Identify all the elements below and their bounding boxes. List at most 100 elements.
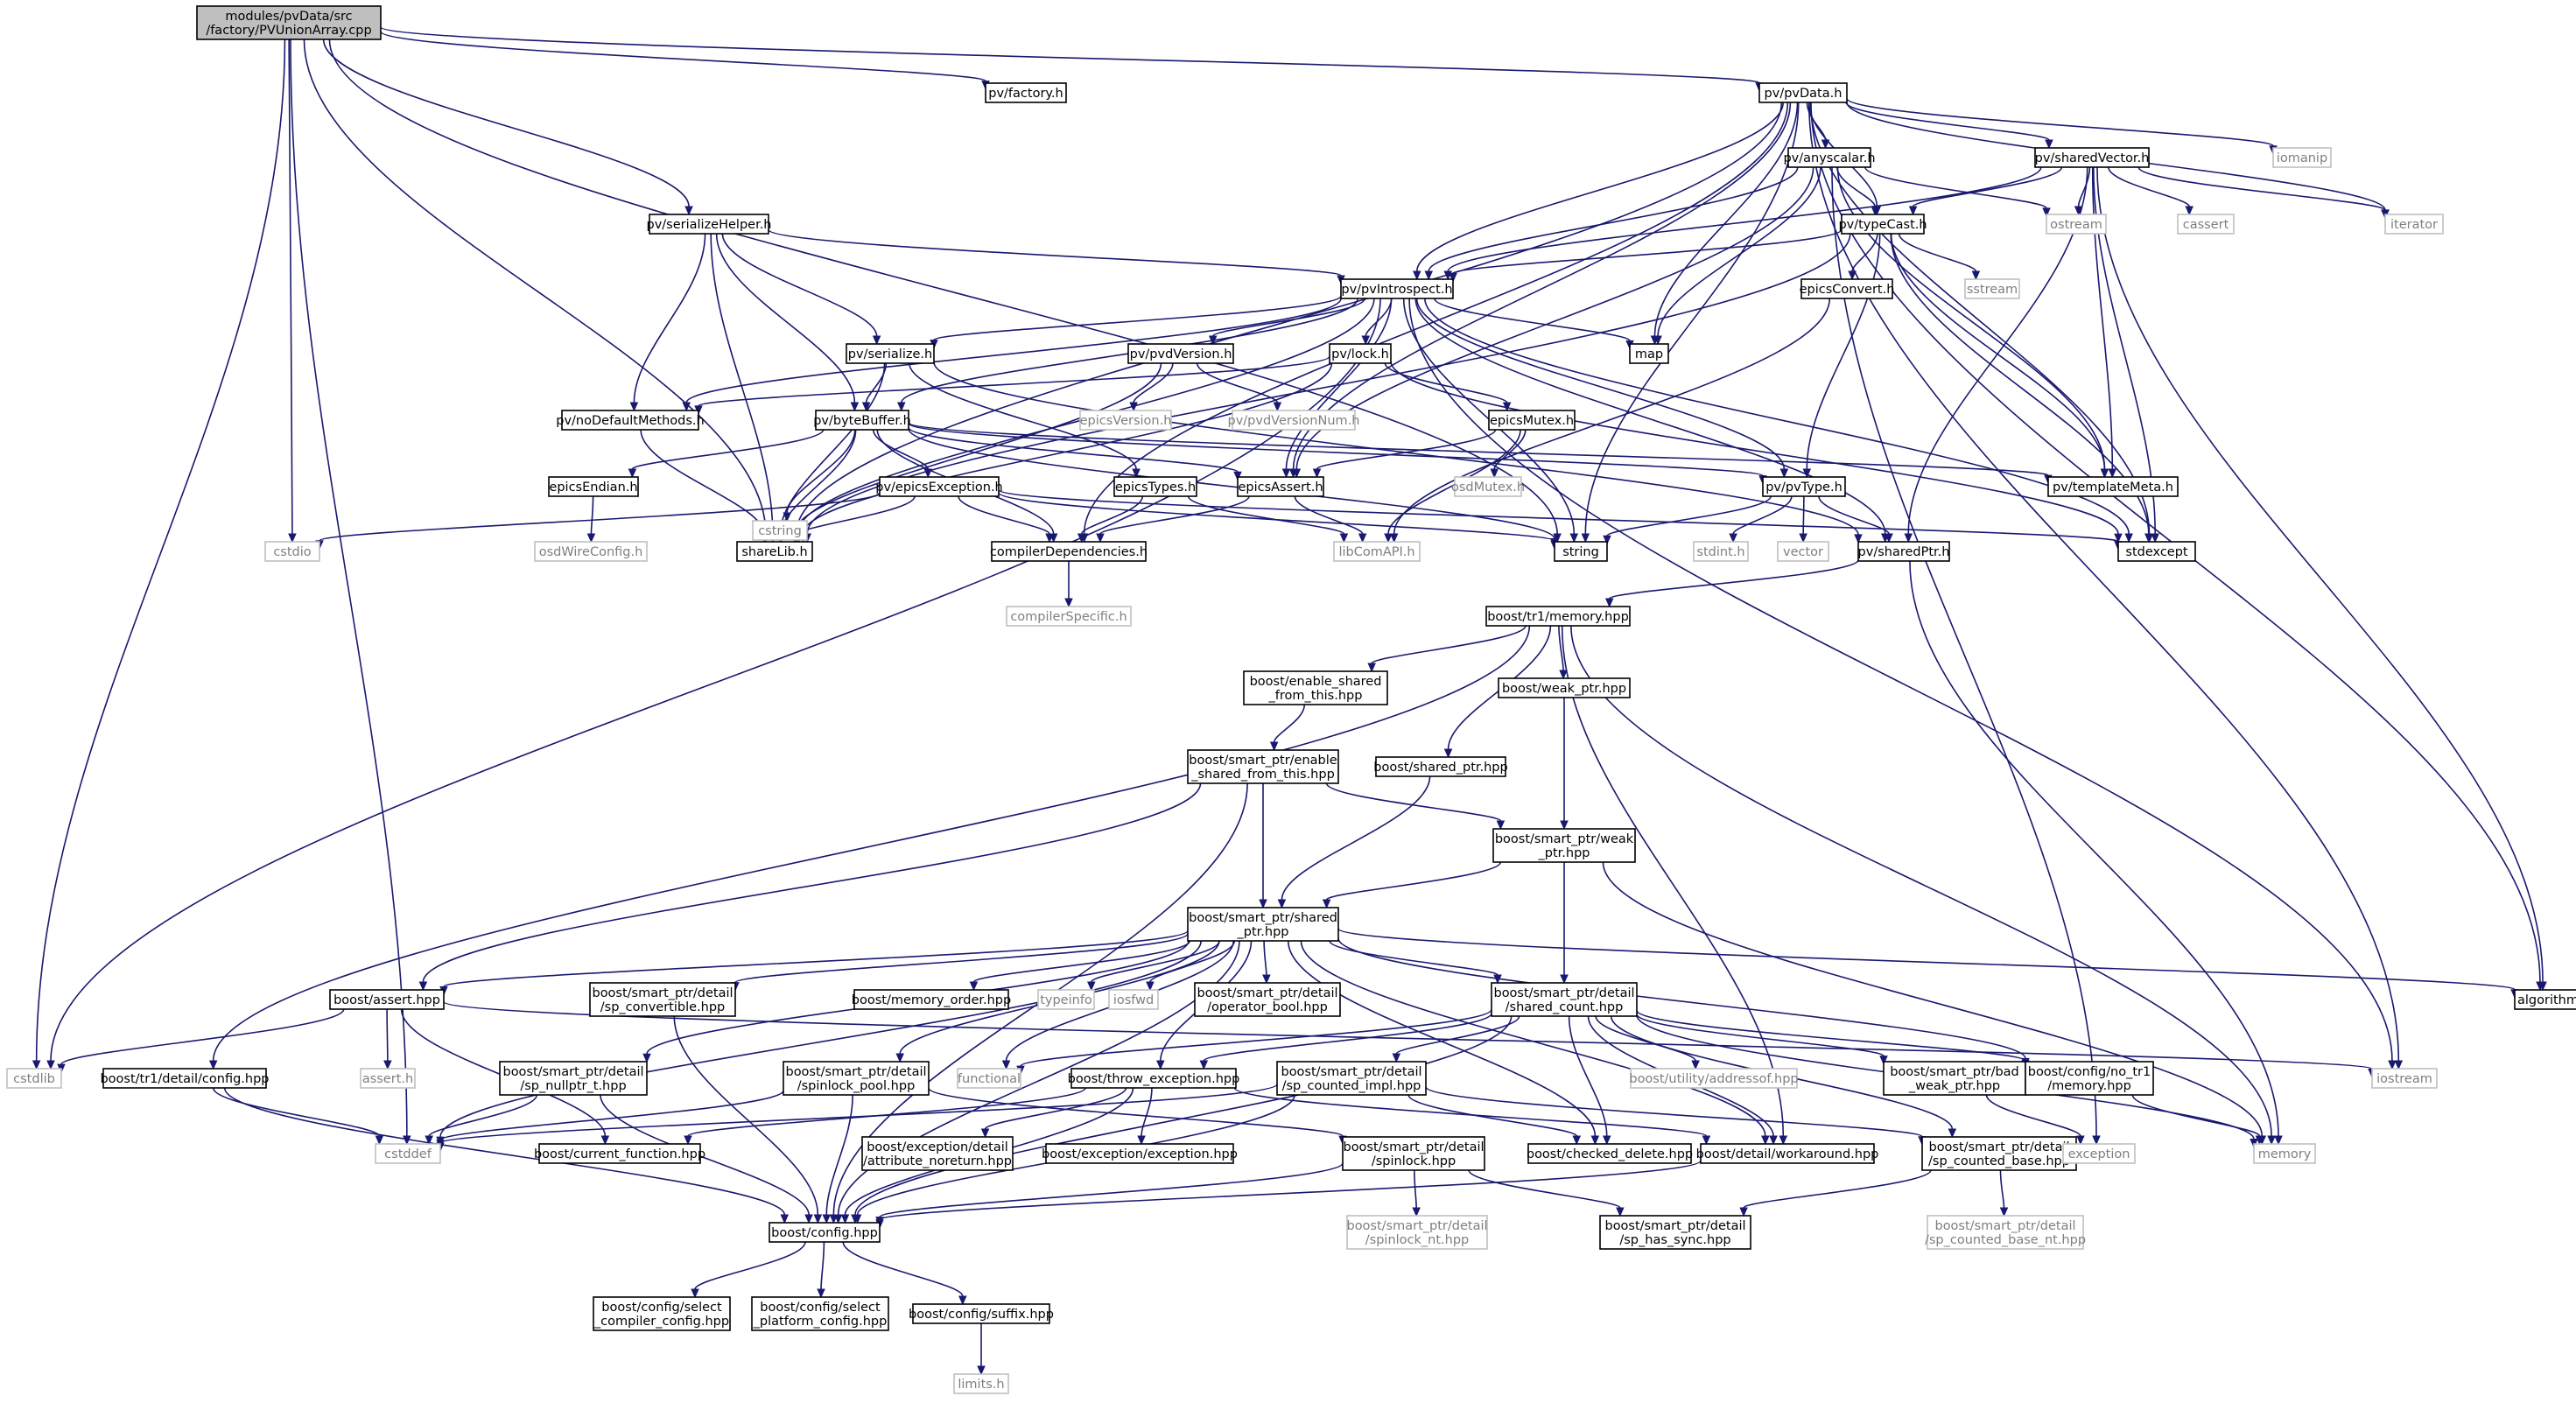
node-suffix[interactable]: boost/config/suffix.hpp bbox=[909, 1303, 1054, 1324]
node-no-tr1-memory[interactable]: boost/config/no_tr1/memory.hpp bbox=[2025, 1061, 2154, 1096]
node-box bbox=[6, 1068, 62, 1089]
node-sp-counted-base[interactable]: boost/smart_ptr/detail/sp_counted_base.h… bbox=[1921, 1136, 2077, 1171]
node-box bbox=[264, 541, 320, 562]
edge-line bbox=[1211, 298, 1366, 337]
node-byte-buffer[interactable]: pv/byteBuffer.h bbox=[813, 410, 911, 431]
node-sp-counted-impl[interactable]: boost/smart_ptr/detail/sp_counted_impl.h… bbox=[1276, 1061, 1427, 1096]
node-throw-exception[interactable]: boost/throw_exception.hpp bbox=[1068, 1068, 1240, 1089]
node-attr-noreturn[interactable]: boost/exception/detail/attribute_noretur… bbox=[861, 1136, 1014, 1171]
node-shared-vector[interactable]: pv/sharedVector.h bbox=[2034, 147, 2150, 168]
node-current-function[interactable]: boost/current_function.hpp bbox=[534, 1143, 705, 1164]
node-spinlock-pool[interactable]: boost/smart_ptr/detail/spinlock_pool.hpp bbox=[783, 1061, 930, 1096]
node-label-line: assert.h bbox=[362, 1072, 413, 1086]
arrowhead-icon bbox=[1761, 1135, 1770, 1146]
node-cstddef: cstddef bbox=[375, 1143, 441, 1164]
node-sp-shared-ptr[interactable]: boost/smart_ptr/shared_ptr.hpp bbox=[1187, 907, 1339, 942]
node-no-default-methods[interactable]: pv/noDefaultMethods.h bbox=[556, 410, 705, 431]
node-spinlock[interactable]: boost/smart_ptr/detail/spinlock.hpp bbox=[1342, 1136, 1485, 1171]
node-label-line: pv/byteBuffer.h bbox=[813, 414, 911, 428]
edge-line bbox=[872, 429, 930, 470]
node-anyscalar[interactable]: pv/anyscalar.h bbox=[1783, 147, 1876, 168]
edge-pv-data-to-string bbox=[1581, 102, 1800, 544]
node-boost-assert[interactable]: boost/assert.hpp bbox=[329, 989, 445, 1010]
node-checked-delete[interactable]: boost/checked_delete.hpp bbox=[1527, 1143, 1693, 1164]
edge-type-cast-to-epics-convert bbox=[1848, 233, 1878, 281]
node-share-lib[interactable]: shareLib.h bbox=[736, 541, 813, 562]
node-exception-hpp[interactable]: boost/exception/exception.hpp bbox=[1042, 1143, 1238, 1164]
node-stdexcept[interactable]: stdexcept bbox=[2117, 541, 2196, 562]
arrowhead-icon bbox=[691, 1288, 699, 1299]
node-box bbox=[2117, 541, 2196, 562]
node-epics-endian[interactable]: epicsEndian.h bbox=[548, 476, 639, 497]
node-sstream: sstream bbox=[1964, 278, 2020, 299]
node-pv-type[interactable]: pv/pvType.h bbox=[1762, 476, 1846, 497]
node-template-meta[interactable]: pv/templateMeta.h bbox=[2047, 476, 2179, 497]
edge-lock-to-epics-mutex bbox=[1384, 362, 1512, 412]
node-label-line: compilerDependencies.h bbox=[990, 545, 1148, 559]
node-enable-shared[interactable]: boost/enable_shared_from_this.hpp bbox=[1243, 670, 1388, 705]
node-shared-ptr-hpp[interactable]: boost/shared_ptr.hpp bbox=[1373, 756, 1508, 777]
node-tr1memory[interactable]: boost/tr1/memory.hpp bbox=[1485, 606, 1631, 627]
node-epics-types[interactable]: epicsTypes.h bbox=[1113, 476, 1197, 497]
node-label-line: boost/smart_ptr/detail bbox=[1928, 1140, 2069, 1154]
node-root[interactable]: modules/pvData/src/factory/PVUnionArray.… bbox=[196, 5, 382, 40]
node-box bbox=[1491, 982, 1638, 1017]
edge-line bbox=[600, 1094, 810, 1216]
node-epics-exception[interactable]: pv/epicsException.h bbox=[875, 476, 1003, 497]
edge-sp-shared-ptr-to-iosfwd bbox=[1146, 940, 1236, 992]
node-serialize-helper[interactable]: pv/serializeHelper.h bbox=[646, 214, 772, 235]
arrowhead-icon bbox=[1560, 820, 1569, 831]
node-sp-weak-ptr[interactable]: boost/smart_ptr/weak_ptr.hpp bbox=[1492, 828, 1636, 863]
node-pv-introspect[interactable]: pv/pvIntrospect.h bbox=[1340, 278, 1454, 299]
node-string[interactable]: string bbox=[1554, 541, 1608, 562]
node-type-cast[interactable]: pv/typeCast.h bbox=[1838, 214, 1927, 235]
edge-sp-weak-ptr-to-shared-count bbox=[1560, 862, 1569, 985]
node-select-compiler[interactable]: boost/config/select_compiler_config.hpp bbox=[593, 1296, 731, 1331]
node-shared-ptr[interactable]: pv/sharedPtr.h bbox=[1857, 541, 1950, 562]
edge-type-cast-to-pv-introspect bbox=[1449, 228, 1843, 283]
node-sp-nullptr[interactable]: boost/smart_ptr/detail/sp_nullptr_t.hpp bbox=[499, 1061, 648, 1096]
node-limits: limits.h bbox=[953, 1373, 1009, 1394]
node-label-line: pv/pvType.h bbox=[1765, 481, 1843, 495]
node-lock[interactable]: pv/lock.h bbox=[1329, 343, 1392, 364]
node-serialize[interactable]: pv/serialize.h bbox=[846, 343, 935, 364]
edge-line bbox=[795, 102, 1783, 535]
node-shared-count[interactable]: boost/smart_ptr/detail/shared_count.hpp bbox=[1491, 982, 1638, 1017]
arrowhead-icon bbox=[833, 1214, 843, 1224]
node-algorithm[interactable]: algorithm bbox=[2514, 989, 2576, 1010]
node-epics-convert[interactable]: epicsConvert.h bbox=[1800, 278, 1895, 299]
node-workaround[interactable]: boost/detail/workaround.hpp bbox=[1696, 1143, 1879, 1164]
node-label-line: /sp_nullptr_t.hpp bbox=[520, 1079, 626, 1093]
edge-sp-convertible-to-boost-config bbox=[673, 1015, 823, 1224]
node-select-platform[interactable]: boost/config/select_platform_config.hpp bbox=[751, 1296, 889, 1331]
edge-pv-type-to-stdint bbox=[1729, 495, 1793, 544]
node-compiler-dependencies[interactable]: compilerDependencies.h bbox=[990, 541, 1148, 562]
arrowhead-icon bbox=[46, 1060, 55, 1070]
node-sp-convertible[interactable]: boost/smart_ptr/detail/sp_convertible.hp… bbox=[589, 982, 736, 1017]
node-sp-enable-shared[interactable]: boost/smart_ptr/enable_shared_from_this.… bbox=[1187, 749, 1339, 784]
arrowhead-icon bbox=[1572, 1135, 1582, 1146]
arrowhead-icon bbox=[32, 1060, 41, 1070]
node-operator-bool[interactable]: boost/smart_ptr/detail/operator_bool.hpp bbox=[1194, 982, 1341, 1017]
node-box bbox=[2514, 989, 2576, 1010]
node-epics-assert[interactable]: epicsAssert.h bbox=[1237, 476, 1324, 497]
node-pvd-version[interactable]: pv/pvdVersion.h bbox=[1127, 343, 1234, 364]
node-weak-ptr[interactable]: boost/weak_ptr.hpp bbox=[1498, 677, 1631, 698]
node-epics-mutex[interactable]: epicsMutex.h bbox=[1488, 410, 1576, 431]
node-box bbox=[2062, 1143, 2136, 1164]
node-boost-config[interactable]: boost/config.hpp bbox=[769, 1222, 881, 1243]
node-sp-has-sync[interactable]: boost/smart_ptr/detail/sp_has_sync.hpp bbox=[1599, 1215, 1751, 1250]
node-label-line: boost/detail/workaround.hpp bbox=[1696, 1147, 1879, 1161]
edge-line bbox=[439, 1084, 1278, 1144]
node-label-line: boost/smart_ptr/bad bbox=[1890, 1065, 2019, 1079]
node-pv-data[interactable]: pv/pvData.h bbox=[1758, 82, 1848, 103]
node-map[interactable]: map bbox=[1629, 343, 1669, 364]
node-factory[interactable]: pv/factory.h bbox=[985, 82, 1067, 103]
edge-line bbox=[1424, 298, 2130, 535]
node-tr1config[interactable]: boost/tr1/detail/config.hpp bbox=[100, 1068, 270, 1089]
arrowhead-icon bbox=[1424, 270, 1433, 281]
edge-epics-types-to-lib-com-api bbox=[1187, 495, 1349, 544]
node-bad-weak-ptr[interactable]: boost/smart_ptr/bad_weak_ptr.hpp bbox=[1883, 1061, 2026, 1096]
edge-sp-counted-base-to-sp-has-sync bbox=[1739, 1169, 1932, 1217]
node-memory-order[interactable]: boost/memory_order.hpp bbox=[852, 989, 1011, 1010]
